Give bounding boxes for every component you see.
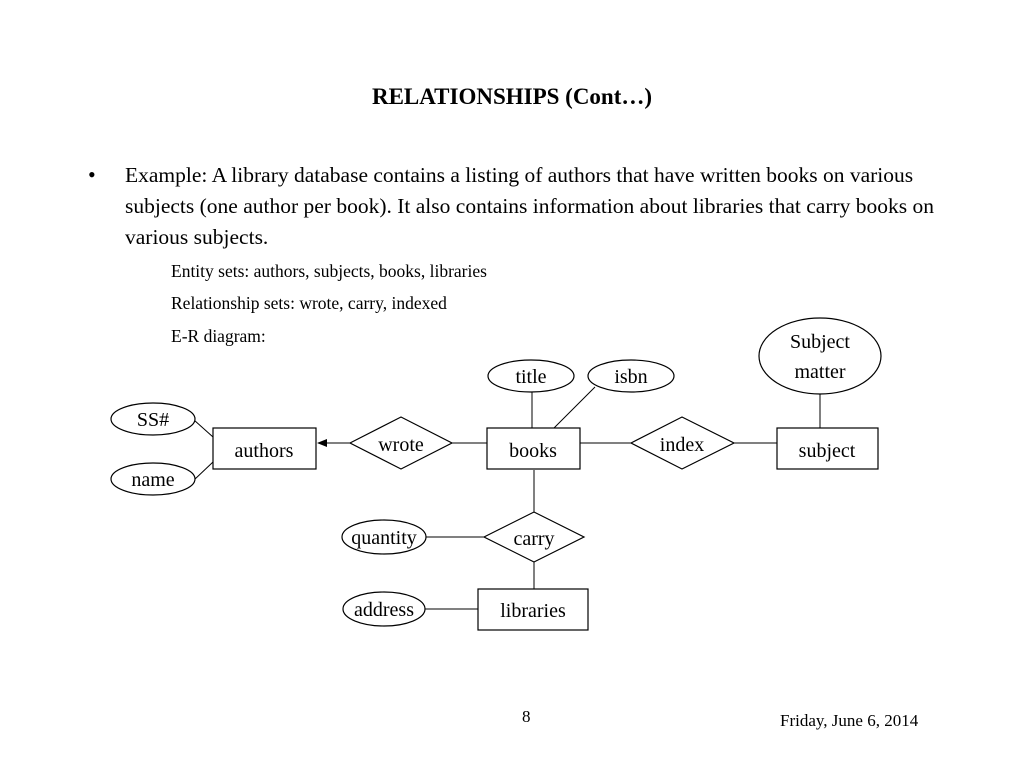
bullet-marker: • (88, 162, 96, 187)
sub-item-er-diagram: E-R diagram: (171, 326, 266, 346)
attribute-isbn-label: isbn (614, 366, 647, 388)
entity-books-label: books (509, 440, 557, 462)
relationship-wrote-label: wrote (378, 434, 424, 456)
bullet-text: Example: A library database contains a l… (125, 163, 935, 249)
attribute-address-label: address (354, 599, 414, 621)
relationship-wrote: wrote (348, 416, 454, 470)
entity-subject: subject (776, 427, 879, 470)
slide-title: RELATIONSHIPS (Cont…) (371, 84, 653, 109)
attribute-title: title (487, 359, 575, 393)
attribute-name-label: name (131, 469, 174, 491)
connector-ss-authors (193, 419, 214, 438)
entity-subject-label: subject (799, 440, 856, 462)
page-number: 8 (522, 707, 531, 726)
sub-item-relationship-sets: Relationship sets: wrote, carry, indexed (171, 293, 447, 313)
connector-isbn-books (553, 386, 596, 429)
entity-authors: authors (212, 427, 317, 470)
entity-libraries-label: libraries (500, 600, 566, 622)
attribute-quantity: quantity (341, 519, 427, 555)
attribute-subject-matter: Subject matter (758, 317, 882, 395)
attribute-name: name (110, 462, 196, 496)
connector-name-authors (193, 461, 214, 481)
sub-item-entity-sets: Entity sets: authors, subjects, books, l… (171, 261, 487, 281)
footer-date: Friday, June 6, 2014 (780, 711, 919, 730)
entity-books: books (486, 427, 581, 470)
relationship-index: index (629, 416, 736, 470)
attribute-quantity-label: quantity (351, 527, 417, 549)
entity-libraries: libraries (477, 588, 589, 631)
relationship-index-label: index (660, 434, 704, 456)
relationship-carry-label: carry (513, 528, 554, 550)
attribute-isbn: isbn (587, 359, 675, 393)
attribute-address: address (342, 591, 426, 627)
relationship-carry: carry (482, 511, 586, 563)
attribute-subject-matter-line1: Subject (790, 331, 850, 353)
attribute-ss-label: SS# (137, 409, 169, 431)
attribute-subject-matter-line2: matter (794, 361, 845, 383)
entity-authors-label: authors (235, 440, 294, 462)
attribute-ss: SS# (110, 402, 196, 436)
attribute-title-label: title (515, 366, 546, 388)
